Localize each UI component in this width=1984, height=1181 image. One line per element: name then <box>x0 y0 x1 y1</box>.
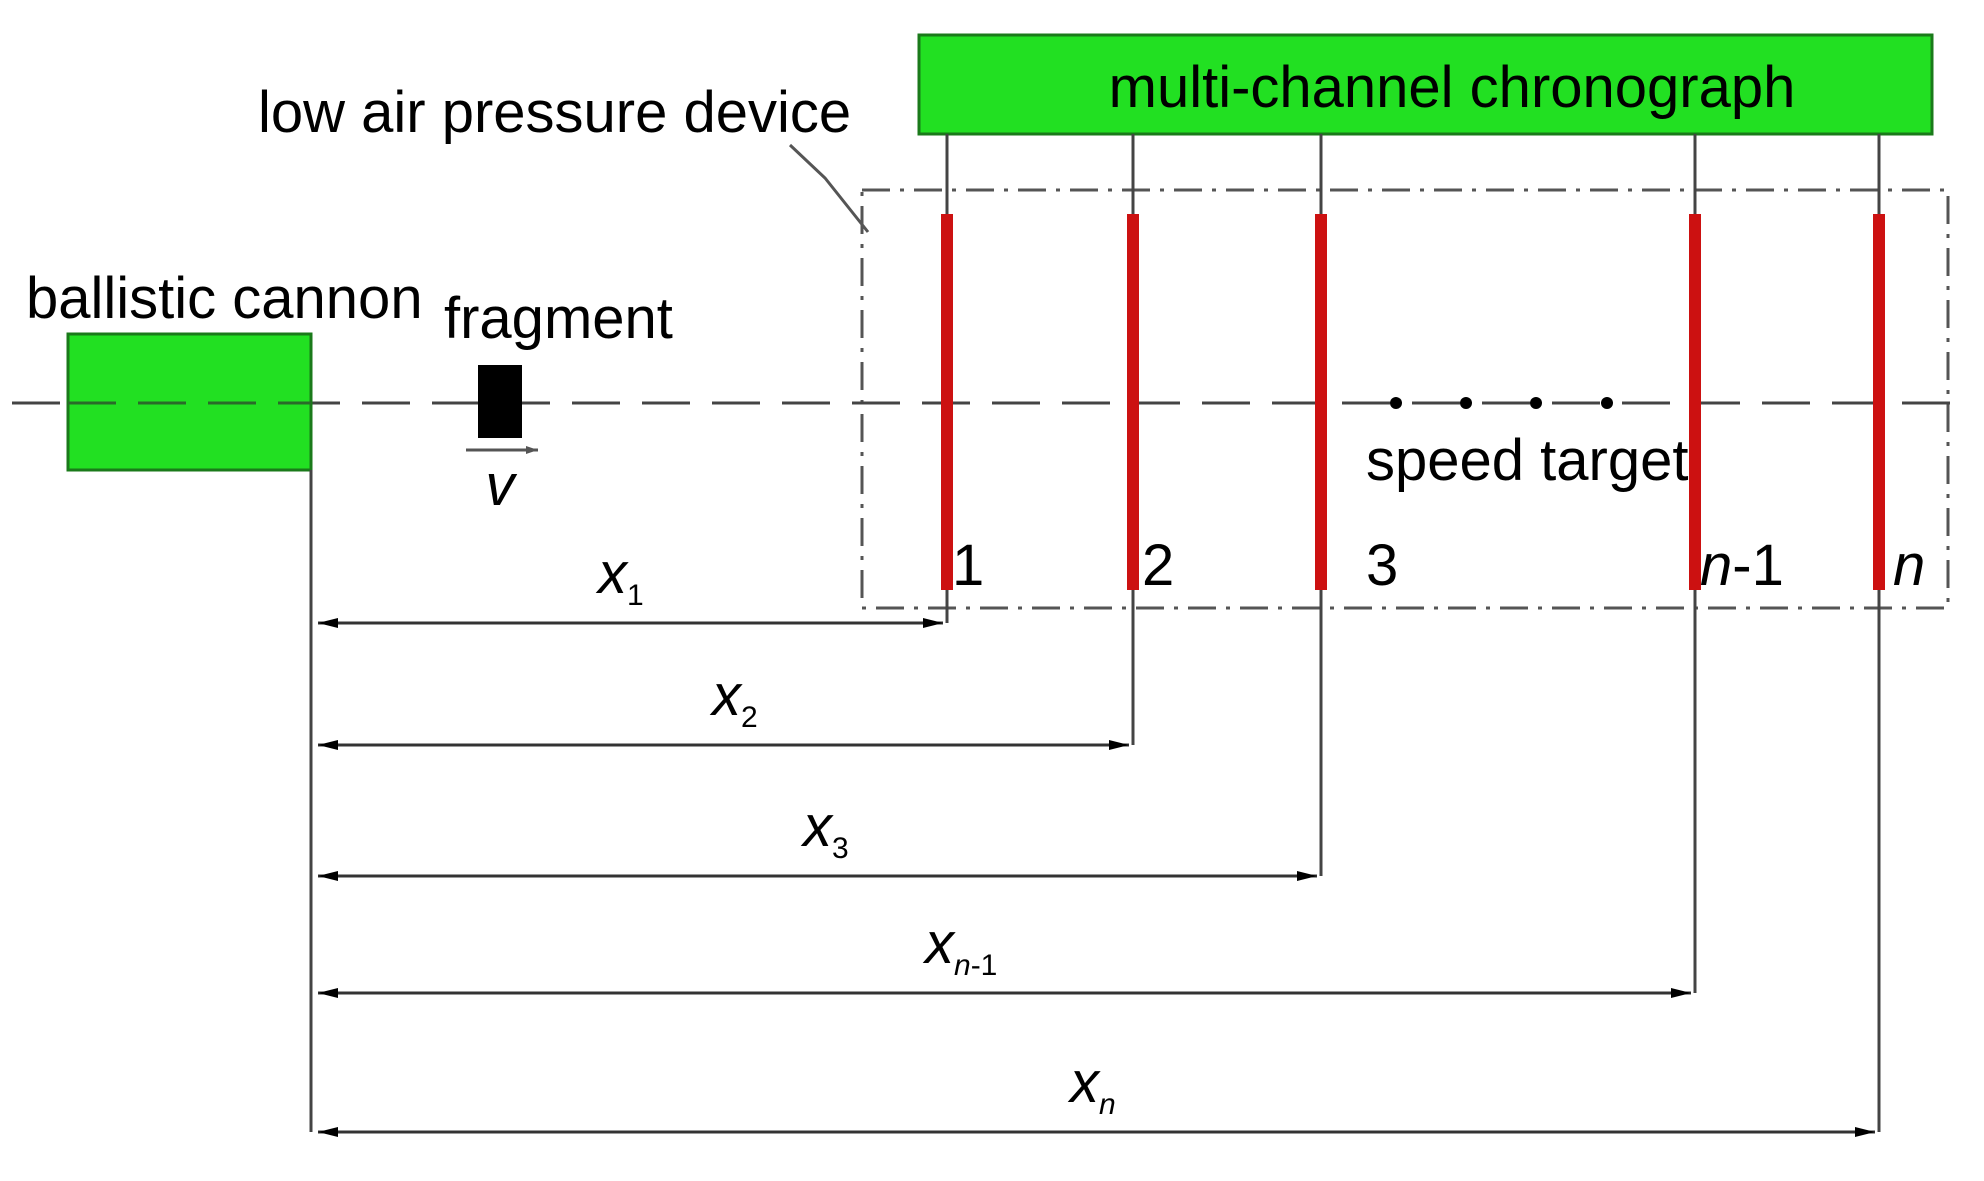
ellipsis-dot <box>1601 397 1613 409</box>
fragment-label: fragment <box>444 286 673 351</box>
chronograph-label: multi-channel chronograph <box>1109 55 1796 120</box>
cannon-label: ballistic cannon <box>26 266 423 331</box>
target-number-label: 2 <box>1142 533 1174 598</box>
low-pressure-boundary <box>860 188 1950 610</box>
ellipsis-dot <box>1460 397 1472 409</box>
low-pressure-label: low air pressure device <box>258 80 851 145</box>
speed-target-3 <box>1315 214 1327 590</box>
distance-label: xn <box>1067 1050 1116 1121</box>
target-number-label: n <box>1893 533 1925 598</box>
distance-label: x2 <box>709 663 758 734</box>
chronograph-box <box>917 33 1934 136</box>
velocity-label: v <box>486 453 518 518</box>
speed-target-1 <box>941 214 953 590</box>
target-number-label: 1 <box>952 533 984 598</box>
ellipsis-dot <box>1530 397 1542 409</box>
target-number-label: 3 <box>1366 533 1398 598</box>
target-number-label: n-1 <box>1700 533 1784 598</box>
distance-label: x1 <box>595 541 644 612</box>
low-pressure-leader <box>788 143 870 233</box>
speed-target-2 <box>1127 214 1139 590</box>
ellipsis-dot <box>1390 397 1402 409</box>
distance-label: xn-1 <box>922 911 997 982</box>
fragment-block <box>478 365 522 438</box>
speed-target-5 <box>1873 214 1885 590</box>
distance-label: x3 <box>800 794 849 865</box>
speed-target-4 <box>1689 214 1701 590</box>
speed-target-label: speed target <box>1366 428 1688 493</box>
